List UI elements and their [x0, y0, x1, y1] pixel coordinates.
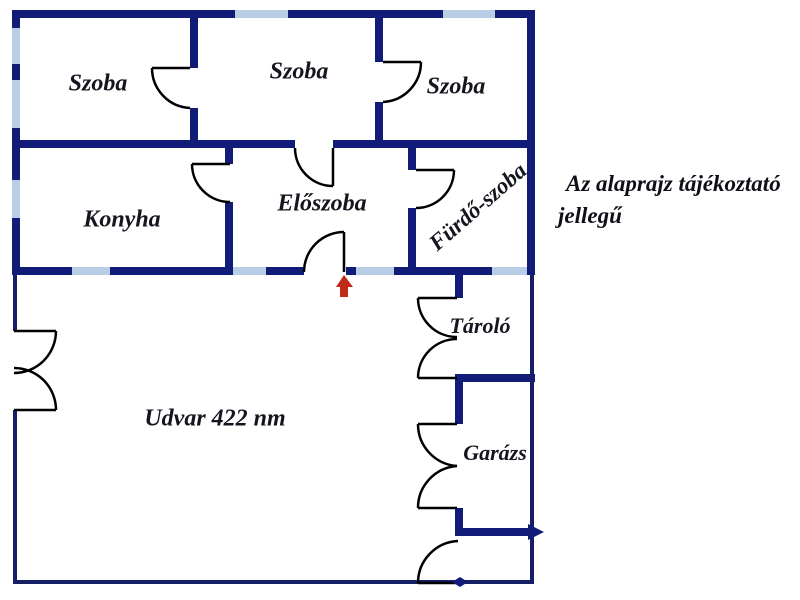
wall-bottom-2 [110, 267, 227, 275]
entrance-arrow-head [336, 275, 353, 287]
boundary-left-lower [13, 410, 17, 584]
wall-szoba2-3-upper [375, 10, 383, 62]
wall-top-2 [288, 10, 443, 18]
entrance-arrow-icon [336, 275, 353, 297]
wall-left-1 [12, 10, 20, 28]
wall-tarolo-left-stub [455, 275, 463, 298]
wall-arrowhead [528, 524, 544, 540]
window-left-3 [12, 180, 20, 218]
door-arc-tarolo-bottom [416, 337, 458, 379]
wall-top-1 [12, 10, 235, 18]
entrance-arrow-stem [340, 287, 348, 297]
wall-eloszoba-furdo-lower [408, 208, 416, 275]
door-arc-passage [416, 539, 459, 584]
door-arc-furdo [415, 169, 456, 210]
window-left-1 [12, 28, 20, 64]
wall-garazs-left-upper [455, 382, 463, 424]
disclaimer-line-1: Az alaprajz tájékoztató [566, 171, 781, 196]
door-arc-konyha [190, 163, 231, 204]
boundary-left-upper [13, 275, 17, 331]
wall-garazs-left-lower [455, 508, 463, 536]
window-left-2 [12, 80, 20, 128]
wall-left-2 [12, 64, 20, 80]
wall-middle-2 [333, 140, 535, 148]
wall-szoba1-2-upper [190, 10, 198, 68]
boundary-diamond-marker [452, 577, 468, 587]
room-label-szoba-2: Szoba [269, 58, 329, 85]
room-label-garazs: Garázs [463, 440, 527, 465]
window-top-2 [443, 10, 495, 18]
yard-label: Udvar 422 nm [144, 405, 286, 432]
wall-bottom-3 [266, 267, 304, 275]
window-bottom-1 [72, 267, 110, 275]
wall-left-3 [12, 128, 20, 180]
wall-szoba1-2-lower [190, 108, 198, 148]
gate-arc-bottom [13, 366, 58, 411]
wall-szoba2-3-lower [375, 102, 383, 148]
wall-top-3 [495, 10, 535, 18]
window-bottom-4 [492, 267, 527, 275]
window-bottom-2 [227, 267, 266, 275]
boundary-right [530, 275, 534, 584]
room-label-szoba-3: Szoba [426, 73, 486, 100]
door-arc-tarolo-top [416, 297, 458, 339]
wall-tarolo-garazs [455, 374, 535, 382]
wall-middle-1 [12, 140, 295, 148]
wall-konyha-eloszoba-lower [225, 202, 233, 275]
door-arc-garazs-bottom [416, 464, 458, 509]
wall-bottom-5 [394, 267, 492, 275]
window-top-1 [235, 10, 288, 18]
boundary-bottom [13, 580, 534, 584]
wall-bottom-4 [346, 267, 356, 275]
room-label-szoba-1: Szoba [68, 70, 128, 97]
door-arc-entrance [302, 230, 345, 273]
wall-eloszoba-furdo-upper [408, 148, 416, 170]
room-label-eloszoba: Előszoba [277, 190, 367, 217]
door-arc-szoba1 [150, 67, 191, 110]
room-label-konyha: Konyha [83, 206, 161, 233]
door-arc-garazs-top [416, 423, 458, 468]
gate-arc-top [13, 330, 58, 375]
door-arc-eloszoba-top [293, 147, 334, 188]
wall-konyha-eloszoba-upper [225, 148, 233, 164]
wall-bottom-1 [12, 267, 72, 275]
door-arc-szoba3 [382, 61, 423, 104]
disclaimer-line-2: jellegű [558, 203, 622, 229]
wall-left-4 [12, 218, 20, 275]
disclaimer-note: Az alaprajz tájékoztató jellegű [558, 168, 798, 232]
window-bottom-3 [356, 267, 394, 275]
room-label-tarolo: Tároló [449, 313, 511, 338]
wall-garazs-bottom [455, 528, 530, 536]
